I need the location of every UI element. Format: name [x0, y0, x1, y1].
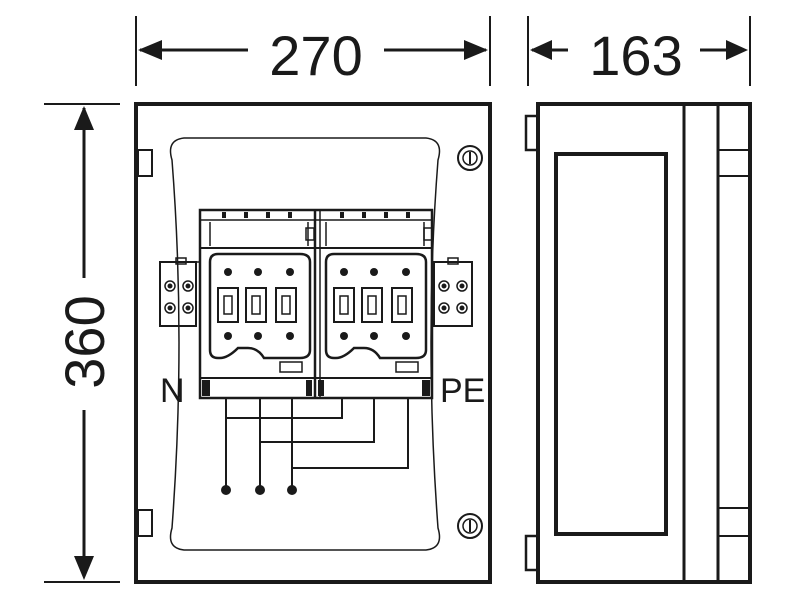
- hinge-icon: [524, 114, 540, 152]
- arrow-icon: [530, 40, 568, 60]
- enclosure-side: [536, 102, 752, 584]
- neutral-label: N: [160, 372, 185, 410]
- side-window: [554, 152, 668, 536]
- neutral-terminal-block: [159, 257, 200, 327]
- earth-label: PE: [440, 372, 485, 410]
- wire-ends: [221, 485, 297, 495]
- screw-icon: [457, 145, 483, 171]
- screw-icon: [457, 513, 483, 539]
- hinge-icon: [524, 534, 540, 572]
- hinge-icon: [137, 149, 153, 177]
- side-view: [524, 102, 752, 584]
- width-dimension: 270: [135, 16, 491, 87]
- inner-window: [169, 137, 441, 551]
- arrow-icon: [700, 40, 748, 60]
- arrow-icon: [74, 410, 94, 580]
- depth-label: 163: [589, 24, 682, 87]
- arrow-icon: [384, 40, 488, 60]
- terminal-dots: [224, 268, 410, 340]
- wiring: [225, 398, 409, 490]
- width-label: 270: [269, 24, 362, 87]
- top-terminal-marks: [222, 212, 410, 218]
- height-label: 360: [53, 295, 116, 388]
- earth-terminal-block: [433, 257, 473, 327]
- arrow-icon: [74, 106, 94, 278]
- enclosure-front: [134, 102, 492, 584]
- protector-module-left: [208, 252, 312, 360]
- height-dimension: 360: [44, 103, 120, 583]
- depth-dimension: 163: [527, 16, 751, 87]
- front-view: [134, 102, 492, 584]
- arrow-icon: [138, 40, 248, 60]
- protector-module-right: [324, 252, 428, 360]
- hinge-icon: [137, 509, 153, 537]
